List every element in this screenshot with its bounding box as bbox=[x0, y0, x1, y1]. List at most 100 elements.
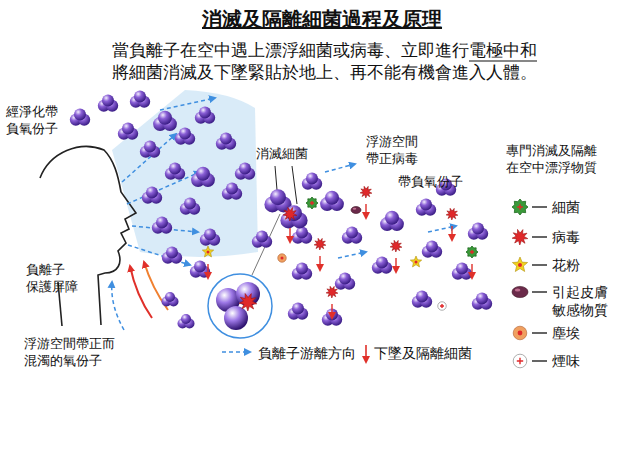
annotation-label: 負離子 保護屏障 bbox=[26, 262, 78, 296]
legend-text: 煙味 bbox=[552, 352, 580, 370]
annotation-label: 消滅細菌 bbox=[256, 146, 308, 163]
oxygen-molecule bbox=[200, 228, 220, 245]
oxygen-molecule bbox=[178, 314, 195, 329]
oxygen-molecule bbox=[252, 230, 272, 247]
particle-icon bbox=[446, 208, 458, 220]
molecule-sphere bbox=[346, 226, 358, 238]
ion-arrow bbox=[112, 282, 124, 330]
virus-body bbox=[360, 186, 372, 198]
dust-body bbox=[278, 254, 287, 263]
oxygen-molecule bbox=[70, 108, 90, 125]
legend-dash bbox=[532, 291, 547, 292]
smoke-mark bbox=[517, 358, 523, 364]
molecule-sphere bbox=[420, 198, 432, 210]
pollen-body bbox=[512, 257, 527, 272]
ion-arrow bbox=[128, 245, 190, 265]
fall-arrow bbox=[207, 264, 208, 278]
molecule-sphere bbox=[476, 292, 488, 304]
fall-arrow bbox=[395, 258, 396, 272]
oxygen-molecule bbox=[191, 167, 215, 187]
annotation-label: 帶負氧份子 bbox=[398, 174, 463, 191]
oxygen-molecule bbox=[153, 111, 177, 131]
allergen-highlight bbox=[515, 288, 521, 291]
molecule-sphere bbox=[456, 262, 468, 274]
molecule-sphere bbox=[292, 302, 304, 314]
allergen-body bbox=[512, 286, 528, 297]
particle-icon bbox=[283, 207, 297, 221]
legend-arrow bbox=[365, 345, 367, 362]
zoom-circle bbox=[208, 274, 272, 338]
molecule-sphere bbox=[134, 90, 146, 102]
legend-text: 花粉 bbox=[552, 256, 580, 274]
oxygen-molecule bbox=[142, 186, 162, 203]
oxygen-molecule bbox=[140, 140, 160, 157]
oxygen-molecule bbox=[452, 262, 472, 279]
oxygen-molecule bbox=[416, 198, 436, 215]
allergen-body bbox=[351, 207, 361, 214]
molecule-sphere bbox=[416, 290, 428, 302]
legend-swatch bbox=[513, 354, 527, 368]
fall-arrow bbox=[451, 226, 452, 240]
molecule-sphere bbox=[270, 189, 286, 205]
dust-core bbox=[518, 331, 523, 336]
particle-icon bbox=[390, 240, 402, 252]
legend-swatch bbox=[513, 326, 527, 340]
pollen-core bbox=[207, 251, 210, 254]
molecule-sphere bbox=[325, 191, 339, 205]
oxygen-molecule bbox=[292, 262, 312, 279]
smoke-body bbox=[438, 302, 447, 311]
molecule-sphere bbox=[376, 256, 388, 268]
fall-arrow bbox=[331, 304, 332, 318]
oxygen-molecule bbox=[162, 292, 179, 307]
molecule-sphere bbox=[169, 162, 181, 174]
pollen-body bbox=[202, 246, 213, 257]
particle-icon bbox=[326, 286, 338, 298]
dust-body bbox=[513, 326, 527, 340]
legend-text: 引起皮膚敏感物質 bbox=[552, 283, 608, 319]
molecule-sphere bbox=[181, 314, 191, 324]
legend-dash bbox=[532, 206, 547, 207]
oxygen-molecule bbox=[162, 246, 182, 263]
bacteria-mark bbox=[470, 250, 474, 254]
legend-text: 病毒 bbox=[552, 228, 580, 246]
molecule-sphere bbox=[385, 211, 399, 225]
molecule-sphere bbox=[158, 111, 172, 125]
oxygen-molecule bbox=[180, 197, 200, 214]
smoke-mark bbox=[440, 304, 444, 308]
oxygen-molecule bbox=[372, 256, 392, 273]
molecule-sphere bbox=[306, 172, 318, 184]
oxygen-molecule bbox=[175, 127, 195, 144]
oxygen-molecule bbox=[152, 216, 172, 233]
virus-body bbox=[239, 294, 257, 312]
virus-body bbox=[326, 286, 338, 298]
annotation-label: 浮游空間帶正病毒 bbox=[366, 134, 418, 168]
particle-icon bbox=[239, 294, 257, 312]
zoom-molecule bbox=[224, 306, 248, 330]
oxygen-molecule bbox=[98, 94, 118, 111]
molecule-sphere bbox=[199, 106, 211, 118]
annotation-label: 下墜及隔離細菌 bbox=[374, 344, 472, 362]
legend-arrow bbox=[222, 351, 250, 353]
oxygen-molecule bbox=[320, 191, 344, 211]
oxygen-molecule bbox=[118, 122, 138, 139]
molecule-sphere bbox=[239, 162, 251, 174]
annotation-label: 當負離子在空中遇上漂浮細菌或病毒、立即進行電極中和 將細菌消滅及下墜緊貼於地上、… bbox=[112, 39, 537, 83]
particle-icon bbox=[360, 186, 372, 198]
legend-dash bbox=[532, 236, 547, 237]
oxygen-molecule bbox=[195, 106, 215, 123]
oxygen-molecule bbox=[422, 240, 442, 257]
fall-arrow bbox=[319, 256, 320, 270]
particle-icon bbox=[410, 256, 421, 267]
oxygen-molecule bbox=[302, 172, 322, 189]
oxygen-molecule bbox=[472, 292, 492, 309]
purified-air-band bbox=[112, 90, 258, 257]
oxygen-molecule bbox=[216, 132, 236, 149]
molecule-sphere bbox=[256, 230, 268, 242]
molecule-sphere bbox=[122, 122, 134, 134]
oxygen-molecule bbox=[342, 226, 362, 243]
legend-dash bbox=[532, 264, 547, 265]
bacteria-mark bbox=[310, 201, 314, 205]
oxygen-molecule bbox=[222, 182, 242, 199]
fall-arrow bbox=[365, 204, 366, 218]
ion-arrow bbox=[338, 252, 366, 258]
